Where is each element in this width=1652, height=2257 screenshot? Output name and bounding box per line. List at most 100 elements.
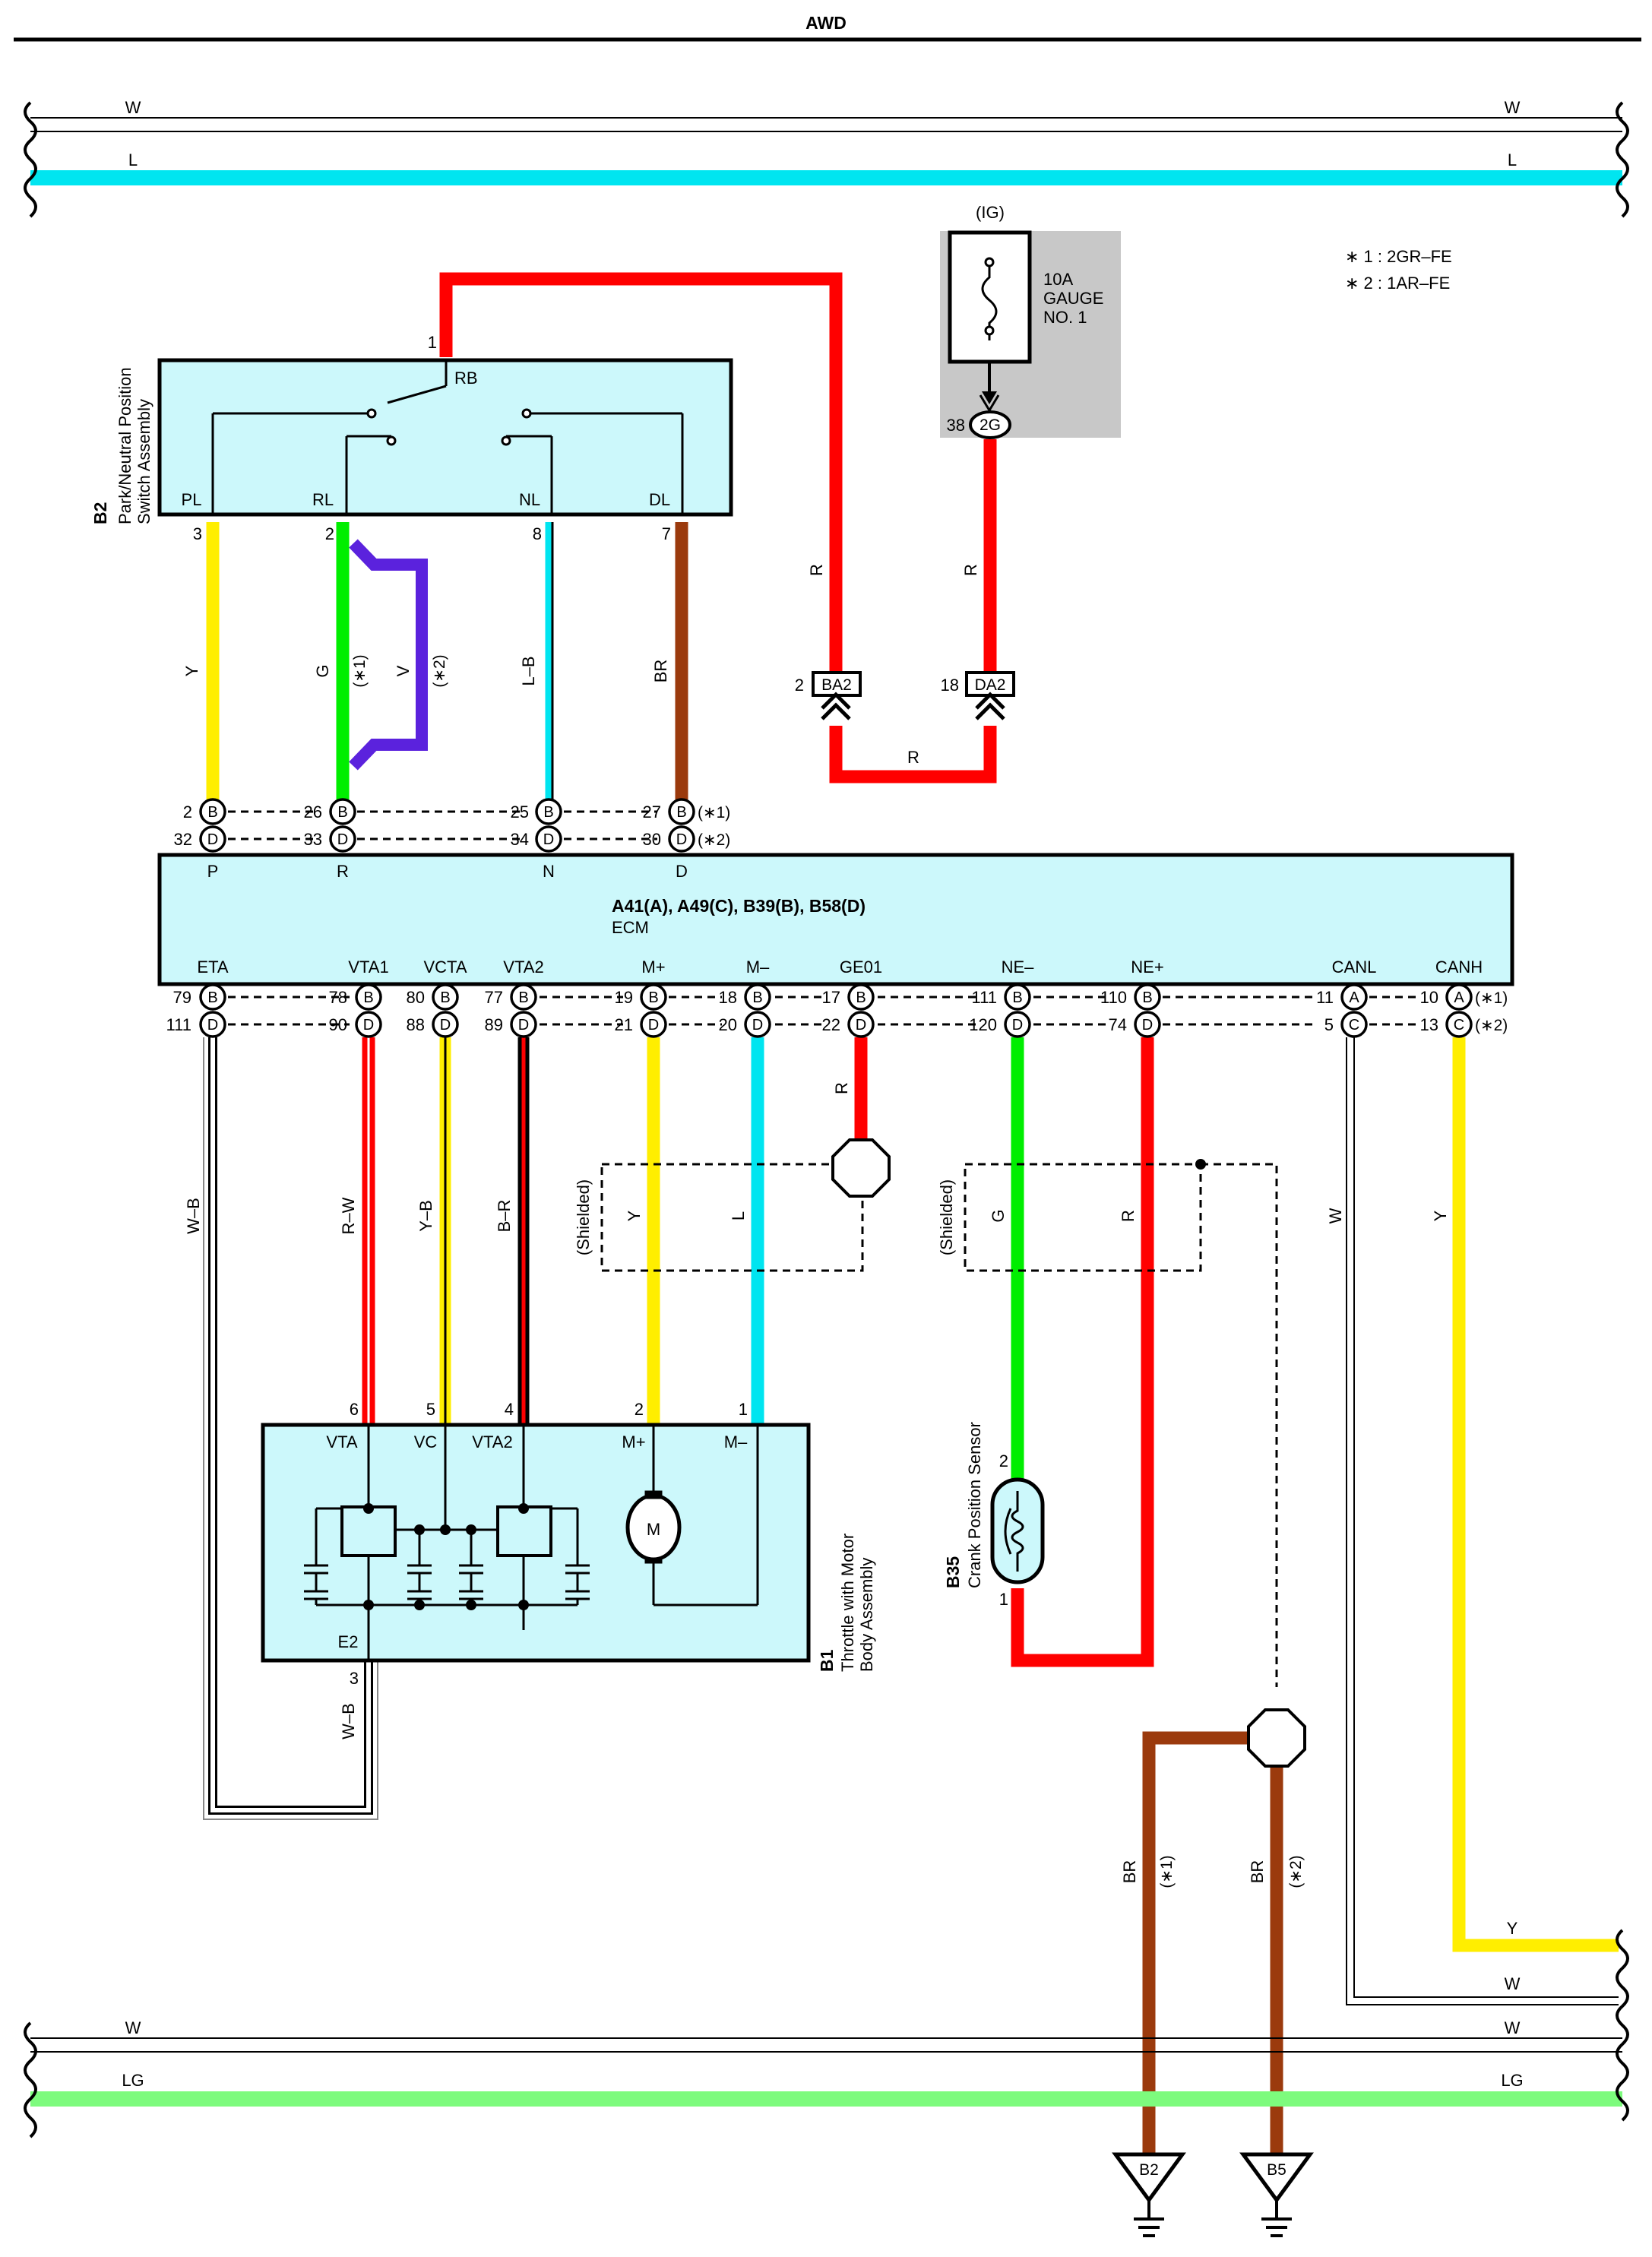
ground-b2-label: B2 xyxy=(1139,2161,1159,2179)
ecm-pin-mp-b: 19 xyxy=(615,988,633,1007)
wire-canl-w-outer xyxy=(1353,1037,1619,1998)
ecm-pin-letter: B xyxy=(518,989,528,1006)
wire-ground-b2-label: BR xyxy=(1120,1860,1139,1884)
ecm-top-pin-rows xyxy=(199,798,695,853)
b2-name-2: Switch Assembly xyxy=(135,399,153,524)
ecm-term-d: D xyxy=(676,862,688,881)
ecm-pin-vta1-b: 78 xyxy=(329,988,347,1007)
ecm-pin-d-b: 27 xyxy=(643,802,661,821)
b35-code: B35 xyxy=(943,1556,963,1588)
wire-canl-w-inner xyxy=(1346,1037,1619,2005)
fuse-pin: 38 xyxy=(947,416,965,435)
wire-nl-label: L–B xyxy=(519,656,538,685)
ecm-top-pin-letter: B xyxy=(337,804,347,821)
b1-pin-vta2: 4 xyxy=(505,1400,514,1419)
bottom-bus xyxy=(24,1929,1629,2138)
wire-ground-b2 xyxy=(1142,1731,1254,2158)
ecm-term-n: N xyxy=(543,862,555,881)
junction-da2-label: DA2 xyxy=(975,676,1006,694)
ecm-pin-letter: D xyxy=(752,1017,763,1034)
ecm-box xyxy=(157,853,1514,986)
wire-mp-label: Y xyxy=(625,1210,644,1221)
b2-pin-nl: 8 xyxy=(533,524,542,543)
ecm-pin-n-d: 34 xyxy=(511,830,529,849)
wire-canl-label: W xyxy=(1326,1208,1345,1223)
ecm-top-pin-letter: D xyxy=(337,831,348,848)
b2-nl: NL xyxy=(519,490,540,509)
shield-label-right: (Shielded) xyxy=(937,1179,956,1255)
ecm-pin-letter: D xyxy=(363,1017,374,1034)
ecm-pin-letter: C xyxy=(1454,1017,1464,1034)
top-bus-l-right: L xyxy=(1508,150,1517,169)
ecm-pin-ge-d: 22 xyxy=(822,1015,840,1034)
shield-label-left: (Shielded) xyxy=(574,1179,593,1255)
fuse-rating: 10A xyxy=(1043,270,1073,289)
ecm-pin-letter: A xyxy=(1349,989,1359,1006)
ecm-pin-letter: B xyxy=(1142,989,1152,1006)
ecm-pin-letter: B xyxy=(648,989,658,1006)
wire-rl-note: (∗1) xyxy=(351,654,369,687)
b2-pl: PL xyxy=(182,490,202,509)
ground-b5-symbol xyxy=(1239,2152,1314,2237)
b2-pin-dl: 7 xyxy=(662,524,671,543)
ecm-pin-letter: D xyxy=(648,1017,659,1034)
ecm-pin-canh-c: 13 xyxy=(1420,1015,1438,1034)
ecm-term-canh: CANH xyxy=(1435,958,1483,977)
ecm-pin-vcta-d: 88 xyxy=(407,1015,425,1034)
wire-rl-v xyxy=(349,539,428,771)
wire-ba2-label: R xyxy=(807,564,826,576)
ecm-bottom-note-1: (∗1) xyxy=(1475,989,1508,1007)
b35-name: Crank Position Sensor xyxy=(965,1422,984,1588)
b1-term-mm: M– xyxy=(724,1432,748,1451)
ground-point-crank xyxy=(1247,1708,1306,1768)
shield-motor xyxy=(600,1163,864,1272)
b1-motor-icon: M xyxy=(647,1520,660,1539)
ecm-pin-vcta-b: 80 xyxy=(407,988,425,1007)
ecm-term-vta1: VTA1 xyxy=(348,958,388,977)
junction-ba2-pin: 2 xyxy=(795,676,804,695)
b2-rb: RB xyxy=(454,369,478,388)
wire-ge01-label: R xyxy=(832,1082,851,1094)
shield-junction xyxy=(1195,1159,1206,1170)
ecm-pin-mm-b: 18 xyxy=(719,988,737,1007)
junction-da2-pin: 18 xyxy=(941,676,959,695)
ecm-name: ECM xyxy=(612,918,649,937)
b2-dl: DL xyxy=(649,490,670,509)
b2-code: B2 xyxy=(90,502,110,524)
wire-rl-label: G xyxy=(313,664,332,677)
b35-pin-top: 2 xyxy=(999,1451,1008,1470)
b35-pin-bottom: 1 xyxy=(999,1590,1008,1609)
ecm-pin-canh-a: 10 xyxy=(1420,988,1438,1007)
ecm-pin-letter: D xyxy=(440,1017,451,1034)
ecm-pin-nem-b: 111 xyxy=(972,988,997,1007)
ecm-top-pin-letter: D xyxy=(676,831,687,848)
ecm-term-nem: NE– xyxy=(1002,958,1035,977)
ecm-top-pin-letter: B xyxy=(543,804,553,821)
ecm-top-pin-letter: B xyxy=(207,804,217,821)
ecm-pin-p-d: 32 xyxy=(174,830,192,849)
bottom-bus-w-right: W xyxy=(1505,2018,1521,2037)
wire-ground-b5-note: (∗2) xyxy=(1287,1855,1305,1888)
b1-name-2: Body Assembly xyxy=(857,1558,876,1672)
ecm-top-pin-letter: D xyxy=(543,831,554,848)
wire-v-label: V xyxy=(394,665,413,676)
ecm-pin-letter: B xyxy=(1012,989,1022,1006)
b1-name-1: Throttle with Motor xyxy=(838,1534,857,1672)
b2-pin-pl: 3 xyxy=(193,524,202,543)
wire-da2-label: R xyxy=(961,564,980,576)
b1-pin-mm: 1 xyxy=(739,1400,748,1419)
ecm-pin-letter: B xyxy=(752,989,762,1006)
junction-ba2 xyxy=(812,671,862,720)
b1-junction-dots xyxy=(363,1503,529,1610)
wire-ground-b2-note: (∗1) xyxy=(1158,1855,1176,1888)
ecm-term-ge01: GE01 xyxy=(840,958,882,977)
b1-pin-vta: 6 xyxy=(350,1400,359,1419)
ecm-pin-mp-d: 21 xyxy=(615,1015,633,1034)
note-1: ∗ 1 : 2GR–FE xyxy=(1345,247,1452,266)
ecm-bottom-pin-rows xyxy=(228,996,1419,1026)
ecm-pin-eta-d: 111 xyxy=(166,1015,191,1034)
ecm-connectors: A41(A), A49(C), B39(B), B58(D) xyxy=(612,896,866,916)
b2-switch-internals xyxy=(211,360,684,514)
ecm-top-pin-letter: D xyxy=(207,831,218,848)
b1-term-vta2: VTA2 xyxy=(472,1432,512,1451)
